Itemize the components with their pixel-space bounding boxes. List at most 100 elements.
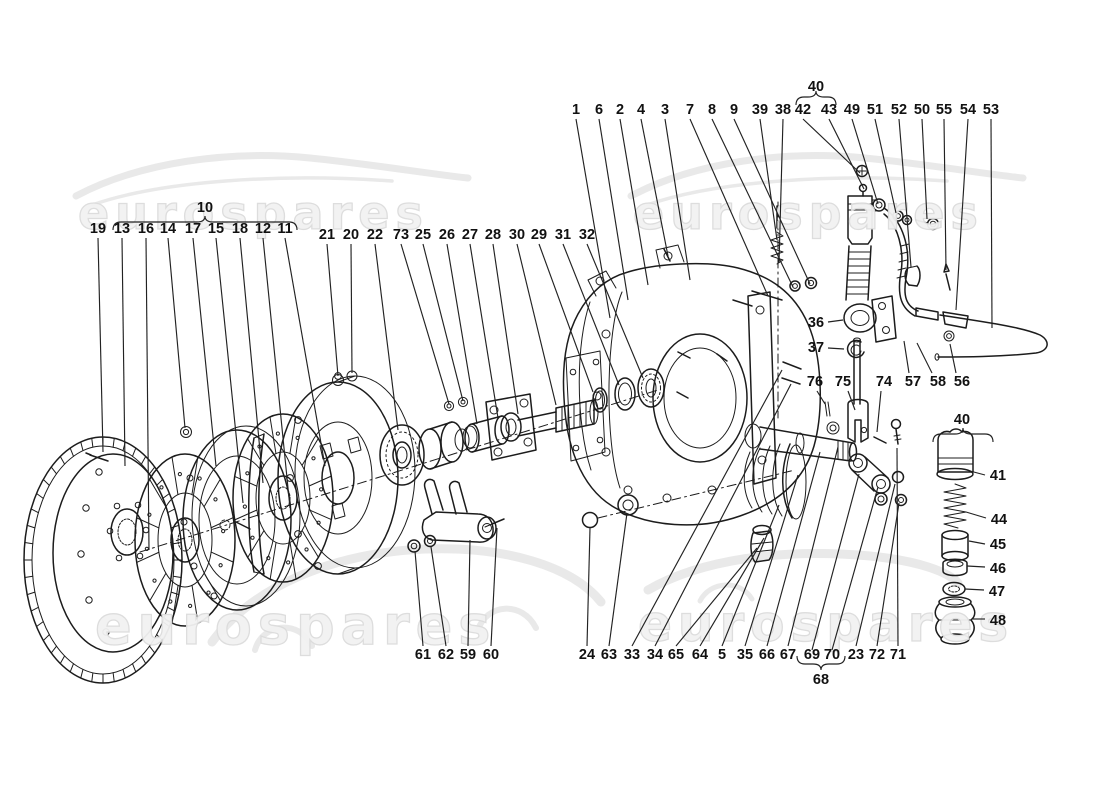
leader-line-71 <box>896 447 899 647</box>
part-label-36[interactable]: 36 <box>808 315 824 331</box>
leader-line-12 <box>262 237 291 509</box>
part-label-30[interactable]: 30 <box>509 227 525 243</box>
part-label-49[interactable]: 49 <box>844 102 860 118</box>
leader-line-25 <box>422 243 464 402</box>
part-label-75[interactable]: 75 <box>835 374 851 390</box>
part-label-58[interactable]: 58 <box>930 374 946 390</box>
part-label-9[interactable]: 9 <box>730 102 738 118</box>
part-label-57[interactable]: 57 <box>905 374 921 390</box>
leader-line-53 <box>990 118 993 329</box>
part-label-60[interactable]: 60 <box>483 647 499 663</box>
part-label-8[interactable]: 8 <box>708 102 716 118</box>
part-label-39[interactable]: 39 <box>752 102 768 118</box>
part-label-34[interactable]: 34 <box>647 647 663 663</box>
part-label-46[interactable]: 46 <box>990 561 1006 577</box>
part-label-42[interactable]: 42 <box>795 102 811 118</box>
part-label-61[interactable]: 61 <box>415 647 431 663</box>
part-label-44[interactable]: 44 <box>991 512 1007 528</box>
part-label-73[interactable]: 73 <box>393 227 409 243</box>
leader-line-13 <box>121 237 126 467</box>
part-label-19[interactable]: 19 <box>90 221 106 237</box>
shaft-flange <box>485 393 537 461</box>
part-label-14[interactable]: 14 <box>160 221 176 237</box>
part-label-72[interactable]: 72 <box>869 647 885 663</box>
part-label-43[interactable]: 43 <box>821 102 837 118</box>
axis-centerlines <box>139 201 796 553</box>
leader-line-56 <box>949 343 957 374</box>
part-label-56[interactable]: 56 <box>954 374 970 390</box>
part-label-54[interactable]: 54 <box>960 102 976 118</box>
part-label-51[interactable]: 51 <box>867 102 883 118</box>
part-label-53[interactable]: 53 <box>983 102 999 118</box>
part-label-31[interactable]: 31 <box>555 227 571 243</box>
leader-line-36 <box>827 319 844 323</box>
part-label-3[interactable]: 3 <box>661 102 669 118</box>
small-boot <box>750 524 774 563</box>
gasket <box>565 350 606 462</box>
leader-line-65 <box>675 547 758 647</box>
part-label-18[interactable]: 18 <box>232 221 248 237</box>
part-label-38[interactable]: 38 <box>775 102 791 118</box>
group-label-40-1[interactable]: 40 <box>808 79 824 95</box>
part-label-24[interactable]: 24 <box>579 647 595 663</box>
part-label-65[interactable]: 65 <box>668 647 684 663</box>
group-label-68-3[interactable]: 68 <box>813 672 829 688</box>
part-label-12[interactable]: 12 <box>255 221 271 237</box>
leader-line-14 <box>167 237 186 429</box>
part-label-52[interactable]: 52 <box>891 102 907 118</box>
part-label-29[interactable]: 29 <box>531 227 547 243</box>
part-label-2[interactable]: 2 <box>616 102 624 118</box>
part-label-1[interactable]: 1 <box>572 102 580 118</box>
part-label-20[interactable]: 20 <box>343 227 359 243</box>
part-label-17[interactable]: 17 <box>185 221 201 237</box>
studs-and-nuts <box>732 205 818 385</box>
part-label-37[interactable]: 37 <box>808 340 824 356</box>
part-label-50[interactable]: 50 <box>914 102 930 118</box>
part-label-15[interactable]: 15 <box>208 221 224 237</box>
part-label-47[interactable]: 47 <box>989 584 1005 600</box>
part-label-7[interactable]: 7 <box>686 102 694 118</box>
part-label-62[interactable]: 62 <box>438 647 454 663</box>
part-label-70[interactable]: 70 <box>824 647 840 663</box>
part-label-4[interactable]: 4 <box>637 102 645 118</box>
part-label-76[interactable]: 76 <box>807 374 823 390</box>
part-label-23[interactable]: 23 <box>848 647 864 663</box>
part-label-74[interactable]: 74 <box>876 374 892 390</box>
part-label-32[interactable]: 32 <box>579 227 595 243</box>
part-label-21[interactable]: 21 <box>319 227 335 243</box>
part-label-63[interactable]: 63 <box>601 647 617 663</box>
part-label-27[interactable]: 27 <box>462 227 478 243</box>
leader-line-72 <box>876 502 900 647</box>
shaft-seals-and-bearing <box>592 368 665 413</box>
leader-line-29 <box>538 243 594 393</box>
part-label-16[interactable]: 16 <box>138 221 154 237</box>
part-label-48[interactable]: 48 <box>990 613 1006 629</box>
part-label-59[interactable]: 59 <box>460 647 476 663</box>
part-label-71[interactable]: 71 <box>890 647 906 663</box>
group-label-40-2[interactable]: 40 <box>954 412 970 428</box>
group-label-10-0[interactable]: 10 <box>197 200 213 216</box>
part-label-35[interactable]: 35 <box>737 647 753 663</box>
part-label-66[interactable]: 66 <box>759 647 775 663</box>
part-label-55[interactable]: 55 <box>936 102 952 118</box>
part-label-28[interactable]: 28 <box>485 227 501 243</box>
part-label-64[interactable]: 64 <box>692 647 708 663</box>
part-label-11[interactable]: 11 <box>277 221 292 237</box>
part-label-69[interactable]: 69 <box>804 647 820 663</box>
part-label-22[interactable]: 22 <box>367 227 383 243</box>
part-label-33[interactable]: 33 <box>624 647 640 663</box>
part-label-41[interactable]: 41 <box>990 468 1006 484</box>
part-label-13[interactable]: 13 <box>114 221 130 237</box>
part-label-5[interactable]: 5 <box>718 647 726 663</box>
part-label-67[interactable]: 67 <box>780 647 796 663</box>
leader-line-5 <box>721 504 780 647</box>
part-label-25[interactable]: 25 <box>415 227 431 243</box>
leader-line-55 <box>943 118 947 271</box>
part-label-45[interactable]: 45 <box>990 537 1006 553</box>
part-label-26[interactable]: 26 <box>439 227 455 243</box>
leader-line-63 <box>608 512 628 647</box>
part-label-6[interactable]: 6 <box>595 102 603 118</box>
leader-line-4 <box>640 118 669 257</box>
leader-line-26 <box>446 243 478 425</box>
